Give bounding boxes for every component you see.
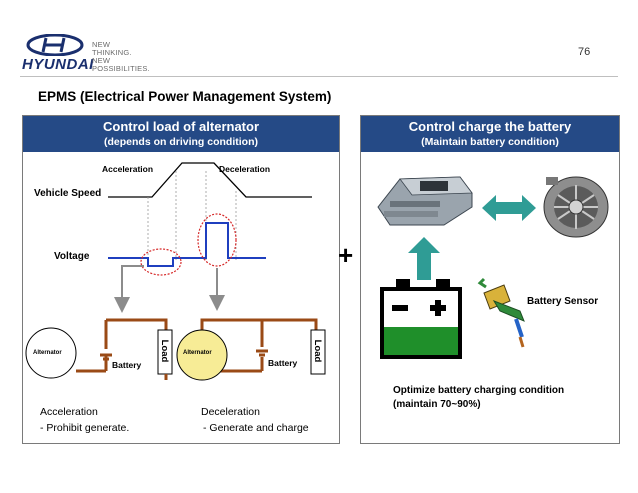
plus-sign: + <box>338 240 354 270</box>
battery-sensor-label: Battery Sensor <box>527 296 599 307</box>
hyundai-logo-icon <box>26 34 84 56</box>
battery-sensor-icon <box>477 277 525 348</box>
deceleration-caption: Deceleration - Generate and charge <box>201 406 309 434</box>
battery-control-diagram <box>377 176 609 359</box>
bidirectional-arrow <box>482 195 536 221</box>
left-panel-subheading: (depends on driving condition) <box>104 136 258 148</box>
load-left-label: Load <box>159 340 170 363</box>
ecu-module-icon <box>377 176 473 226</box>
alternator-icon <box>543 176 609 238</box>
circuit-left <box>25 318 173 380</box>
left-panel-header: Control load of alternator (depends on d… <box>23 116 339 152</box>
page-title: EPMS (Electrical Power Management System… <box>38 89 332 104</box>
acceleration-caption: Acceleration - Prohibit generate. <box>40 406 130 434</box>
circuit-right <box>176 318 326 381</box>
acceleration-label: Acceleration <box>102 164 154 174</box>
brand-tagline: NEW THINKING. NEW POSSIBILITIES. <box>92 40 150 73</box>
vehicle-speed-curve <box>108 162 312 198</box>
acceleration-highlight <box>140 248 182 276</box>
battery-left-label: Battery <box>112 360 142 370</box>
battery-icon <box>380 279 462 359</box>
left-panel: Control load of alternator (depends on d… <box>22 115 340 444</box>
page-number: 76 <box>578 46 591 58</box>
voltage-label: Voltage <box>54 251 90 262</box>
up-arrow <box>408 237 440 280</box>
right-panel-heading: Control charge the battery <box>408 119 572 134</box>
deceleration-label: Deceleration <box>219 164 271 174</box>
right-panel-header: Control charge the battery (Maintain bat… <box>361 116 619 152</box>
right-panel-subheading: (Maintain battery condition) <box>421 136 559 148</box>
alternator-left-label: Alternator <box>33 350 62 356</box>
brand-name: HYUNDAI <box>22 56 94 73</box>
left-panel-heading: Control load of alternator <box>103 119 259 134</box>
deceleration-highlight <box>197 213 237 267</box>
battery-charge-caption: Optimize battery charging condition (mai… <box>393 385 565 410</box>
header-divider <box>20 76 618 77</box>
alternator-control-diagram: Load Load <box>25 162 326 381</box>
voltage-waveform <box>108 222 266 267</box>
load-right-label: Load <box>312 340 323 363</box>
battery-right-label: Battery <box>268 358 298 368</box>
alternator-right-label: Alternator <box>183 350 212 356</box>
vehicle-speed-label: Vehicle Speed <box>34 188 102 199</box>
